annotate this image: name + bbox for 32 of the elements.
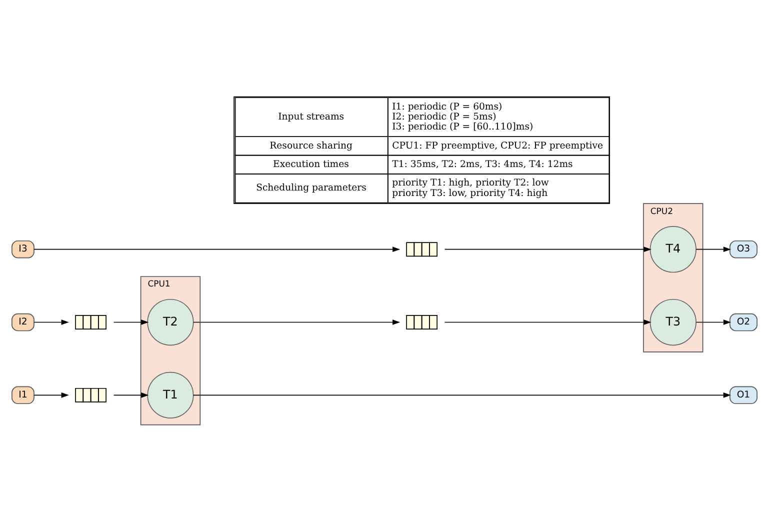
arrow: [34, 246, 400, 252]
label: priority T1: high, priority T2: low: [392, 178, 549, 189]
node-circle: T4: [650, 226, 696, 273]
node-circle: T3: [650, 298, 696, 346]
arrow: [193, 320, 400, 325]
arrow: [34, 320, 69, 325]
arrow: [444, 246, 652, 252]
arrow: [113, 392, 149, 398]
label: priority T3: low, priority T4: high: [392, 188, 548, 199]
arrow: [444, 320, 652, 325]
arrow: [696, 246, 732, 252]
label: Resource sharing: [270, 140, 352, 152]
arrow: [34, 392, 69, 398]
node-box: I2: [12, 313, 34, 332]
label: Input streams: [278, 112, 344, 122]
label: I3: periodic (P = [60..110]ms): [392, 122, 534, 133]
label: T1: 35ms, T2: 2ms, T3: 4ms, T4: 12ms: [392, 158, 573, 170]
label: Scheduling parameters: [256, 182, 366, 194]
arrow: [696, 320, 732, 325]
node-box: O1: [730, 386, 758, 404]
node-box: I1: [12, 386, 34, 404]
label: I1: periodic (P = 60ms): [392, 101, 502, 112]
arrow: [113, 320, 149, 325]
label: CPU1: FP preemptive, CPU2: FP preemptive: [392, 140, 604, 152]
node-box: I3: [12, 240, 34, 258]
node-box: O2: [730, 313, 758, 332]
label: Execution times: [273, 158, 349, 170]
node-box: O3: [730, 240, 758, 258]
node-circle: T2: [147, 298, 194, 346]
node-circle: T1: [147, 372, 194, 418]
arrow: [192, 392, 731, 398]
label: I2: periodic (P = 5ms): [392, 112, 496, 122]
